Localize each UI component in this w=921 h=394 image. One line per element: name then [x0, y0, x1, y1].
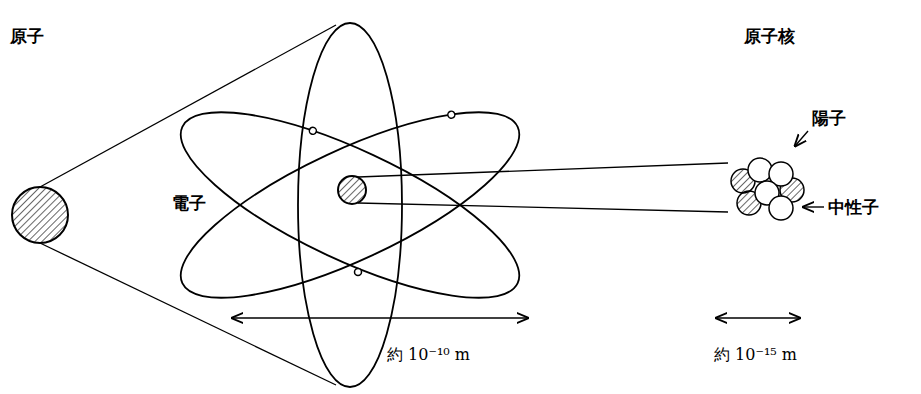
electron-orbits: [159, 23, 541, 387]
neutron-label: 中性子: [828, 197, 879, 217]
nucleus-label: 原子核: [744, 26, 795, 46]
dimension-arrows: [232, 317, 800, 318]
dimension-label: 約 10⁻¹⁵ m: [712, 345, 799, 365]
nucleus: [338, 176, 366, 204]
proton-label: 陽子: [812, 108, 846, 128]
electrons: [308, 110, 456, 275]
zoom-lines: [40, 25, 336, 385]
pointer-arrows: [795, 131, 824, 207]
atom-label: 原子: [10, 26, 44, 46]
nucleon-cluster: [731, 158, 804, 220]
atom-small: [12, 187, 68, 243]
dimension-label: 約 10⁻¹⁰ m: [385, 345, 472, 365]
nucleus-zoom-lines: [358, 163, 728, 212]
electron-label: 電子: [172, 193, 206, 213]
